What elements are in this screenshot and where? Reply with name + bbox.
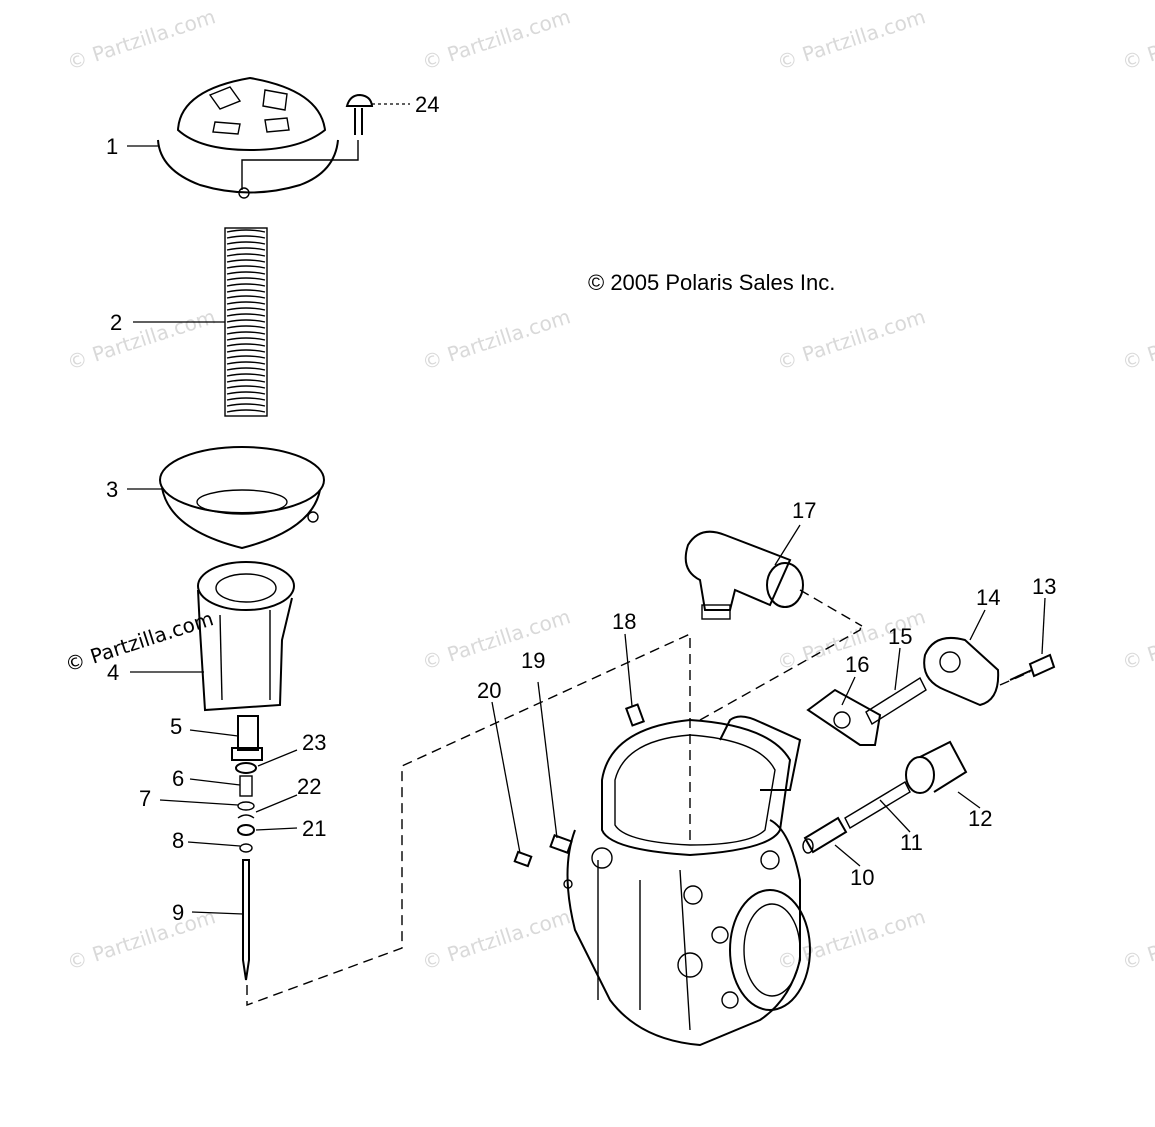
watermark-text: © Partzilla.com <box>1119 4 1155 75</box>
part-6-spring <box>239 775 253 797</box>
part-21-washer <box>237 824 255 836</box>
callout-2: 2 <box>110 310 122 335</box>
part-12-nut <box>905 740 968 794</box>
part-3-diaphragm <box>159 446 325 550</box>
callout-20: 20 <box>477 678 501 703</box>
callout-22: 22 <box>297 774 321 799</box>
part-20-screw <box>513 850 533 868</box>
leader-lines <box>127 145 1046 915</box>
watermark-text-dark: © Partzilla.com <box>62 606 216 677</box>
callout-5: 5 <box>170 714 182 739</box>
callout-15: 15 <box>888 624 912 649</box>
callout-14: 14 <box>976 585 1000 610</box>
watermark-text: © Partzilla.com <box>1119 904 1155 975</box>
part-7-washer <box>237 801 255 811</box>
part-15-spring <box>865 676 927 726</box>
callout-23: 23 <box>302 730 326 755</box>
callout-6: 6 <box>172 766 184 791</box>
watermark-text: © Partzilla.com <box>1119 304 1155 375</box>
part-8-washer <box>239 843 253 853</box>
watermark-text: © Partzilla.com <box>774 304 928 375</box>
callout-labels: 1 2 3 4 5 6 7 8 9 10 11 12 13 14 15 16 1… <box>106 92 1056 925</box>
watermark-text: © Partzilla.com <box>64 4 218 75</box>
watermark-text: © Partzilla.com <box>774 4 928 75</box>
copyright-notice: © 2005 Polaris Sales Inc. <box>588 270 835 295</box>
callout-13: 13 <box>1032 574 1056 599</box>
watermark-text: © Partzilla.com <box>419 304 573 375</box>
callout-24: 24 <box>415 92 439 117</box>
watermark-text: © Partzilla.com <box>419 4 573 75</box>
carburetor-body <box>563 715 811 1047</box>
watermark-text: © Partzilla.com <box>64 904 218 975</box>
part-1-top-cover <box>157 76 339 199</box>
callout-17: 17 <box>792 498 816 523</box>
part-18-screw <box>625 703 645 727</box>
callout-3: 3 <box>106 477 118 502</box>
watermark-text: © Partzilla.com <box>419 904 573 975</box>
part-17-elbow-fitting <box>684 530 804 620</box>
part-11-spring <box>844 781 911 829</box>
part-4-throttle-slide <box>197 561 295 712</box>
part-24-screw <box>345 93 374 135</box>
watermark-text: © Partzilla.com <box>1119 604 1155 675</box>
watermark-text: © Partzilla.com <box>419 604 573 675</box>
callout-1: 1 <box>106 134 118 159</box>
callout-4: 4 <box>107 660 119 685</box>
callout-11: 11 <box>900 830 923 855</box>
callout-12: 12 <box>968 806 992 831</box>
part-23-washer <box>235 762 257 774</box>
callout-9: 9 <box>172 900 184 925</box>
part-13-screw <box>1009 653 1056 681</box>
part-14-cover <box>923 636 1000 707</box>
callout-10: 10 <box>850 865 874 890</box>
part-10-plunger <box>802 816 848 854</box>
part-16-gasket <box>806 688 882 746</box>
watermark-text: © Partzilla.com <box>64 304 218 375</box>
callout-19: 19 <box>521 648 545 673</box>
callout-18: 18 <box>612 609 636 634</box>
part-9-jet-needle <box>242 859 250 981</box>
part-2-spring <box>224 227 268 417</box>
part-19-screw <box>549 834 573 854</box>
callout-21: 21 <box>302 816 326 841</box>
watermark-text: © Partzilla.com <box>774 904 928 975</box>
part-22-clip <box>237 814 255 819</box>
callout-7: 7 <box>139 786 151 811</box>
part-5-needle-holder <box>231 715 263 761</box>
callout-8: 8 <box>172 828 184 853</box>
callout-16: 16 <box>845 652 869 677</box>
